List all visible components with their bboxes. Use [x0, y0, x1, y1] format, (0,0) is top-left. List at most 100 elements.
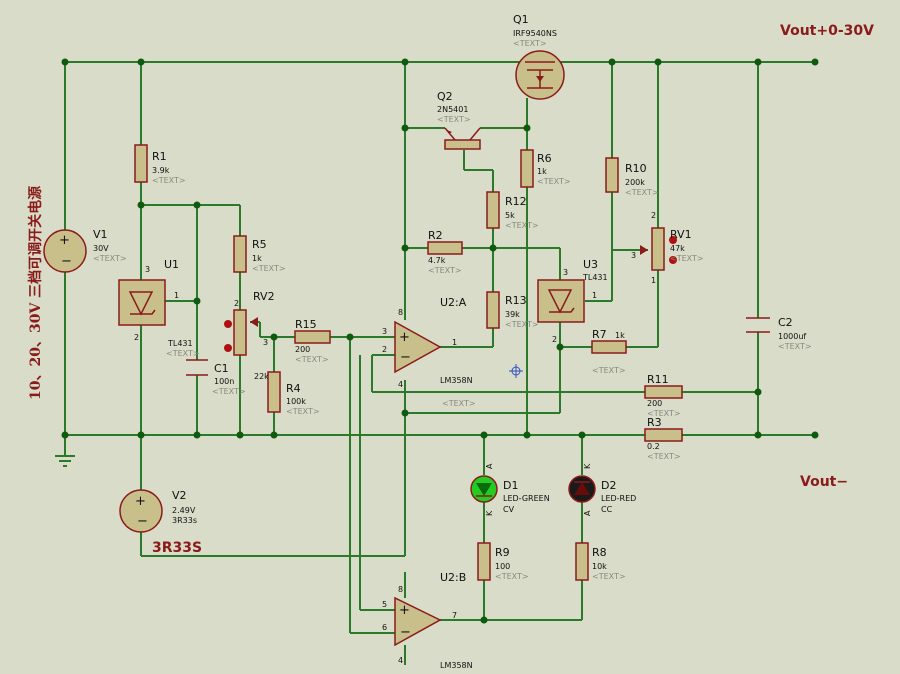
r10-ref: R10 [625, 162, 647, 175]
pin-label: K [583, 463, 592, 469]
r10-text: <TEXT> [625, 188, 659, 197]
plus-icon: + [399, 330, 410, 345]
rv1-potentiometer[interactable]: RV1 47k <TEXT> 2 3 1 [631, 211, 704, 285]
c2-ref: C2 [778, 316, 793, 329]
d1-value2: CV [503, 505, 515, 514]
minus-icon: − [137, 514, 148, 529]
u2b-ref: U2:B [440, 571, 466, 584]
q2-transistor[interactable]: Q2 2N5401 <TEXT> [437, 90, 481, 150]
v2-value2: 3R33s [172, 516, 197, 525]
v1-source[interactable]: + − V1 30V <TEXT> [43, 228, 127, 273]
r2-text: <TEXT> [428, 266, 462, 275]
u1-ref: U1 [164, 258, 179, 271]
c1-value: 100n [214, 377, 234, 386]
vout-plus-label: Vout+0-30V [780, 23, 874, 39]
pin-label: 2 [552, 335, 557, 344]
d2-value2: CC [601, 505, 613, 514]
d1-value: LED-GREEN [503, 494, 550, 503]
c1-capacitor[interactable]: C1 100n <TEXT> [186, 359, 246, 396]
r8-ref: R8 [592, 546, 607, 559]
pin-label: 3 [145, 265, 150, 274]
u3-value: TL431 [582, 273, 608, 282]
r8-resistor[interactable]: R8 10k <TEXT> [575, 542, 626, 581]
r5-value: 1k [252, 254, 262, 263]
pin-label: 5 [382, 600, 387, 609]
pin-label: 3 [631, 251, 636, 260]
r2-ref: R2 [428, 229, 443, 242]
r8-value: 10k [592, 562, 607, 571]
r4-extra: 22k [254, 372, 269, 381]
v2-ref: V2 [172, 489, 187, 502]
rv2-potentiometer[interactable]: RV2 2 3 [224, 290, 275, 356]
r11-ref: R11 [647, 373, 669, 386]
r5-resistor[interactable]: R5 1k <TEXT> [233, 235, 286, 273]
u2a-opamp[interactable]: + − U2:A LM358N 3 2 1 8 4 [382, 296, 473, 389]
vout-minus-label: Vout− [800, 474, 848, 490]
v1-text: <TEXT> [93, 254, 127, 263]
r9-resistor[interactable]: R9 100 <TEXT> [477, 542, 529, 581]
crosshair-icon [509, 364, 523, 378]
plus-icon: + [135, 494, 146, 509]
d1-led[interactable]: A K D1 LED-GREEN CV [470, 463, 550, 516]
r7-text: <TEXT> [592, 366, 626, 375]
net-text: <TEXT> [442, 399, 476, 408]
r9-ref: R9 [495, 546, 510, 559]
pin-label: 8 [398, 585, 403, 594]
pin-label: 2 [382, 345, 387, 354]
v1-ref: V1 [93, 228, 108, 241]
pin-label: 3 [563, 268, 568, 277]
u1-regulator[interactable]: U1 TL431 <TEXT> 3 1 2 [118, 258, 200, 358]
r6-resistor[interactable]: R6 1k <TEXT> [520, 149, 571, 188]
plus-icon: + [59, 233, 70, 248]
q2-value: 2N5401 [437, 105, 468, 114]
pin-label: 2 [234, 299, 239, 308]
u1-text: <TEXT> [166, 349, 200, 358]
d1-ref: D1 [503, 479, 518, 492]
q1-value: IRF9540NS [513, 29, 557, 38]
r6-value: 1k [537, 167, 547, 176]
r7-value: 1k [615, 331, 625, 340]
c1-text: <TEXT> [212, 387, 246, 396]
u2b-opamp[interactable]: + − U2:B LM358N 5 6 7 8 4 [382, 571, 473, 670]
minus-icon: − [61, 254, 72, 269]
q1-mosfet[interactable]: Q1 IRF9540NS <TEXT> [513, 13, 565, 100]
r13-ref: R13 [505, 294, 527, 307]
r2-value: 4.7k [428, 256, 446, 265]
r2-resistor[interactable]: R2 4.7k <TEXT> [427, 229, 463, 275]
r6-text: <TEXT> [537, 177, 571, 186]
r4-resistor[interactable]: 22k R4 100k <TEXT> [254, 371, 320, 416]
r7-resistor[interactable]: R7 1k <TEXT> [591, 328, 627, 375]
u2a-ref: U2:A [440, 296, 467, 309]
side-note: 10、20、30V 三档可调开关电源 [27, 186, 44, 400]
r4-ref: R4 [286, 382, 301, 395]
q2-text: <TEXT> [437, 115, 471, 124]
c1-ref: C1 [214, 362, 229, 375]
r12-resistor[interactable]: R12 5k <TEXT> [486, 191, 539, 230]
r1-resistor[interactable]: R1 3.9k <TEXT> [134, 144, 186, 185]
q1-ref: Q1 [513, 13, 529, 26]
pin-label: 4 [398, 656, 403, 665]
r5-text: <TEXT> [252, 264, 286, 273]
r3-resistor[interactable]: R3 0.2 <TEXT> [644, 416, 683, 461]
r6-ref: R6 [537, 152, 552, 165]
r11-resistor[interactable]: R11 200 <TEXT> [644, 373, 683, 418]
c2-value: 1000uf [778, 332, 806, 341]
r12-text: <TEXT> [505, 221, 539, 230]
r13-resistor[interactable]: R13 39k <TEXT> [486, 291, 539, 329]
plus-icon: + [399, 603, 410, 618]
d2-ref: D2 [601, 479, 616, 492]
net-3r33s-label: 3R33S [152, 540, 202, 556]
r12-value: 5k [505, 211, 515, 220]
u3-regulator[interactable]: U3 TL431 3 1 2 [537, 258, 608, 344]
v2-source[interactable]: + − V2 2.49V 3R33s [119, 489, 197, 533]
c2-capacitor[interactable]: C2 1000uf <TEXT> [746, 316, 812, 351]
r10-resistor[interactable]: R10 200k <TEXT> [605, 157, 659, 197]
r13-text: <TEXT> [505, 320, 539, 329]
r9-value: 100 [495, 562, 510, 571]
pin-label: 6 [382, 623, 387, 632]
r4-text: <TEXT> [286, 407, 320, 416]
d2-led[interactable]: K A D2 LED-RED CC [568, 463, 636, 516]
pin-label: 1 [452, 338, 457, 347]
r5-ref: R5 [252, 238, 267, 251]
r15-resistor[interactable]: R15 200 <TEXT> [294, 318, 331, 364]
